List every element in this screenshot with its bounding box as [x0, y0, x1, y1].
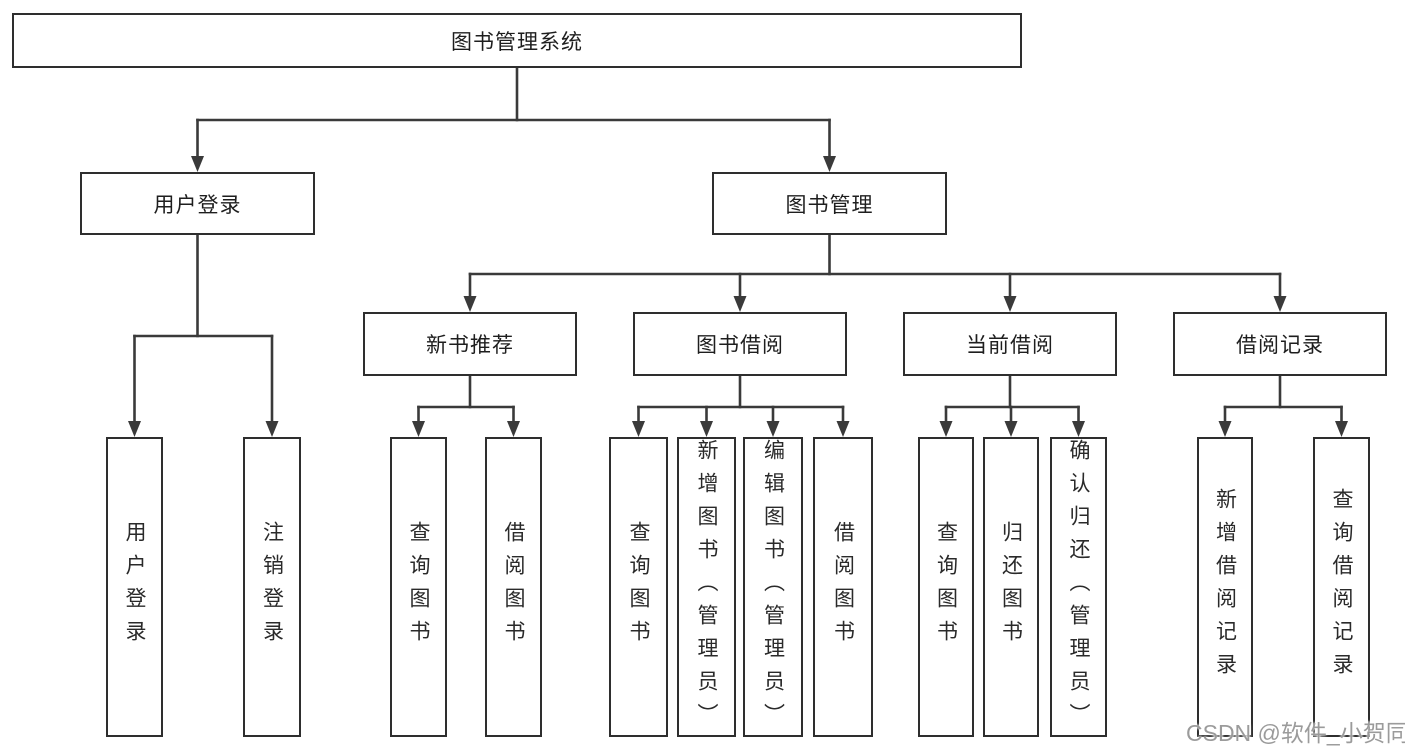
leaf-label: 归还图书 [999, 521, 1023, 653]
node-borrowing-records: 借阅记录 [1173, 312, 1387, 376]
node-user-login: 用户登录 [80, 172, 315, 235]
node-leaf-edit-books-admin: 编辑图书（管理员） [743, 437, 803, 737]
leaf-label: 查询图书 [407, 521, 430, 653]
leaf-label: 借阅图书 [831, 521, 855, 653]
node-leaf-query-borrow-record: 查询借阅记录 [1313, 437, 1370, 737]
leaf-label: 编辑图书（管理员） [761, 438, 785, 736]
node-leaf-borrow-books-borrow: 借阅图书 [813, 437, 873, 737]
node-leaf-return-books: 归还图书 [983, 437, 1039, 737]
node-leaf-add-borrow-record: 新增借阅记录 [1197, 437, 1253, 737]
leaf-label: 新增图书（管理员） [695, 438, 718, 736]
node-book-management-system: 图书管理系统 [12, 13, 1022, 68]
node-leaf-user-login: 用户登录 [106, 437, 163, 737]
leaf-label: 查询图书 [934, 521, 958, 653]
leaf-label: 查询借阅记录 [1330, 488, 1353, 686]
leaf-label: 借阅图书 [502, 521, 525, 653]
node-leaf-add-books-admin: 新增图书（管理员） [677, 437, 736, 737]
leaf-label: 确认归还（管理员） [1067, 438, 1090, 736]
node-current-borrowing: 当前借阅 [903, 312, 1117, 376]
node-book-borrowing: 图书借阅 [633, 312, 847, 376]
leaf-label: 用户登录 [123, 521, 146, 653]
leaf-label: 注销登录 [260, 521, 284, 653]
leaf-label: 查询图书 [627, 521, 650, 653]
node-leaf-logout: 注销登录 [243, 437, 301, 737]
leaf-label: 新增借阅记录 [1213, 488, 1237, 686]
node-leaf-borrow-books-newbook: 借阅图书 [485, 437, 542, 737]
node-leaf-confirm-return-admin: 确认归还（管理员） [1050, 437, 1107, 737]
node-leaf-query-books-current: 查询图书 [918, 437, 974, 737]
node-leaf-query-books-borrow: 查询图书 [609, 437, 668, 737]
node-leaf-query-books-newbook: 查询图书 [390, 437, 447, 737]
node-new-book-recommendation: 新书推荐 [363, 312, 577, 376]
node-book-management: 图书管理 [712, 172, 947, 235]
csdn-watermark: CSDN @软件_小贺同学 [1186, 720, 1405, 746]
